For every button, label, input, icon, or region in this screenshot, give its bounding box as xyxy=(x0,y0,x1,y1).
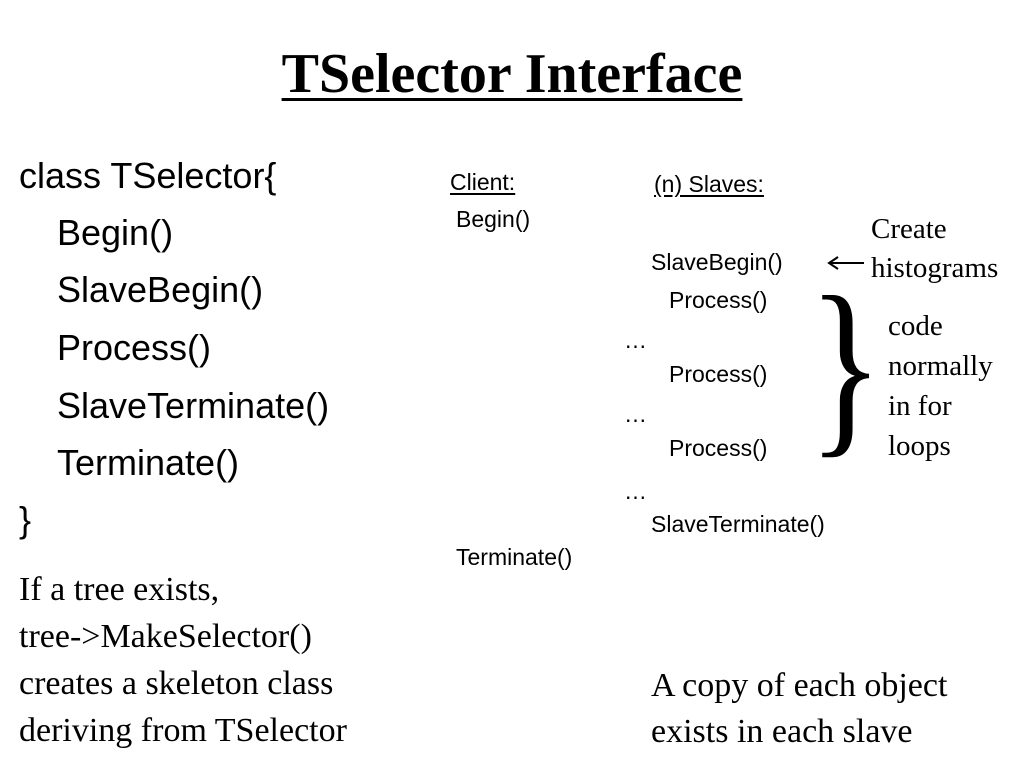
note-line: tree->MakeSelector() xyxy=(19,618,312,655)
create-histograms-note: Create histograms xyxy=(871,210,998,288)
annotation-line: normally xyxy=(888,350,993,382)
client-begin: Begin() xyxy=(456,206,531,232)
class-declaration: class TSelector{ xyxy=(19,155,277,196)
note-line: creates a skeleton class xyxy=(19,665,334,702)
slaves-header: (n) Slaves: xyxy=(654,171,764,197)
note-line: If a tree exists, xyxy=(19,571,220,608)
annotation-line: loops xyxy=(888,430,951,462)
method-slave-begin: SlaveBegin() xyxy=(57,269,264,310)
annotation-line: Create xyxy=(871,213,947,245)
loop-note: code normally in for loops xyxy=(888,306,993,466)
annotation-line: histograms xyxy=(871,252,999,284)
slave-process: Process() xyxy=(669,435,768,461)
note-line: deriving from TSelector xyxy=(19,712,347,749)
class-close-brace: } xyxy=(19,499,32,540)
slave-begin: SlaveBegin() xyxy=(651,249,783,275)
left-arrow-icon xyxy=(827,256,864,270)
ellipsis: … xyxy=(624,327,647,353)
ellipsis: … xyxy=(624,401,647,427)
slave-terminate: SlaveTerminate() xyxy=(651,511,825,537)
slave-process: Process() xyxy=(669,287,768,313)
method-begin: Begin() xyxy=(57,212,174,253)
copy-object-note: A copy of each object exists in each sla… xyxy=(651,663,947,755)
curly-brace: } xyxy=(808,257,884,474)
makeselector-note: If a tree exists, tree->MakeSelector() c… xyxy=(19,566,439,754)
slide-title: TSelector Interface xyxy=(281,43,743,105)
annotation-line: in for xyxy=(888,390,952,422)
ellipsis: … xyxy=(624,478,647,504)
client-terminate: Terminate() xyxy=(456,544,573,570)
note-line: exists in each slave xyxy=(651,713,913,750)
method-terminate: Terminate() xyxy=(57,442,240,483)
method-process: Process() xyxy=(57,327,212,368)
annotation-line: code xyxy=(888,310,943,342)
client-header: Client: xyxy=(450,169,516,195)
slave-process: Process() xyxy=(669,361,768,387)
method-slave-terminate: SlaveTerminate() xyxy=(57,385,330,426)
note-line: A copy of each object xyxy=(651,667,948,704)
